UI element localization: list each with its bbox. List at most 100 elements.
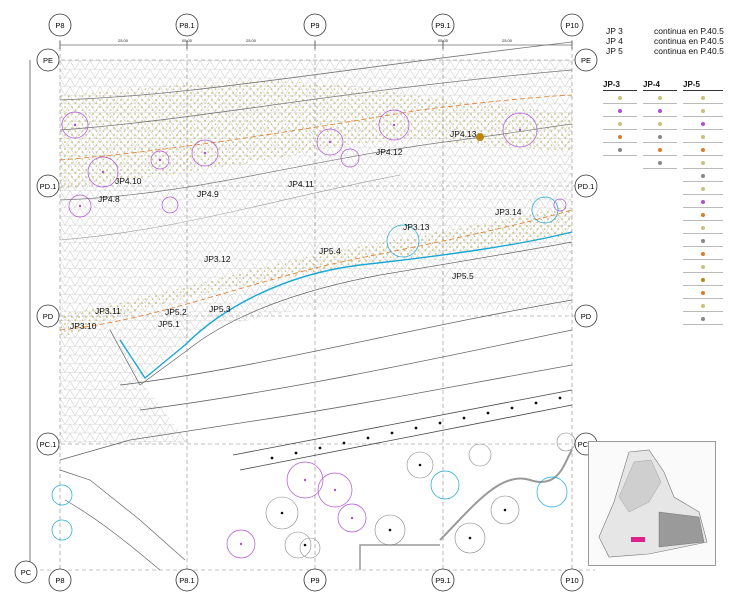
- legend-item: [603, 119, 637, 130]
- legend-item: [683, 314, 723, 325]
- legend-item: [643, 106, 677, 117]
- tree-canopy-cyan: [51, 196, 568, 541]
- legend-item: [643, 158, 677, 169]
- legend-item: [683, 106, 723, 117]
- road-edge: [119, 299, 573, 386]
- walkway: [439, 449, 573, 541]
- row-label: PD: [43, 312, 54, 321]
- legend-item: [683, 132, 723, 143]
- current-sheet-marker: [631, 537, 645, 542]
- legend-item: [683, 275, 723, 286]
- row-label: PE: [581, 56, 591, 65]
- row-label: PD: [581, 312, 592, 321]
- row-label: PC.1: [578, 440, 595, 449]
- dimension-line-top: [59, 41, 573, 49]
- note-text: continua en P.40.5: [654, 36, 724, 46]
- contour-line-orange: [59, 94, 573, 161]
- note-code: JP 5: [606, 46, 623, 56]
- column-label: P8: [55, 576, 64, 585]
- zone-label: JP3.12: [204, 254, 231, 264]
- column-label: P10: [565, 21, 578, 30]
- road-edge: [139, 329, 573, 411]
- legend-item: [603, 145, 637, 156]
- tree-canopy-grey: [265, 432, 576, 559]
- legend-item: [683, 197, 723, 208]
- zone-label: JP5.1: [158, 319, 180, 329]
- zone-label: JP4.10: [115, 176, 142, 186]
- legend-item: [643, 93, 677, 104]
- dim-label: 25.00: [246, 38, 257, 43]
- zone-label: JP4.12: [376, 147, 403, 157]
- planting-hatch-area-lower: [60, 310, 300, 444]
- location-key-map: [588, 441, 716, 566]
- column-label: P8.1: [179, 576, 194, 585]
- legend-item: [683, 236, 723, 247]
- legend-item: [643, 145, 677, 156]
- row-label: PE: [43, 56, 53, 65]
- walkway: [359, 544, 440, 570]
- key-map-drawing: [598, 449, 708, 558]
- legend-item: [683, 288, 723, 299]
- legend-item: [683, 223, 723, 234]
- legend-item: [603, 132, 637, 143]
- legend-item: [683, 145, 723, 156]
- zone-label: JP4.9: [197, 189, 219, 199]
- legend-item: [643, 132, 677, 143]
- channel-edge: [109, 241, 573, 386]
- legend-item: [683, 158, 723, 169]
- note-text: continua en P.40.5: [654, 26, 724, 36]
- column-label: P8.1: [179, 21, 194, 30]
- note-row: JP 4 continua en P.40.5: [606, 36, 724, 46]
- column-label: P10: [565, 576, 578, 585]
- note-row: JP 3 continua en P.40.5: [606, 26, 724, 36]
- legend-title: JP-5: [683, 80, 723, 91]
- water-channel: [119, 231, 573, 380]
- dim-label: 05.00: [438, 38, 449, 43]
- contour-line: [59, 174, 401, 241]
- legend-column-jp5: JP-5: [683, 80, 723, 327]
- row-label: PC: [21, 568, 32, 577]
- zone-label: JP5.4: [319, 246, 341, 256]
- zone-label: JP3.10: [70, 321, 97, 331]
- tree-row-line: [239, 404, 573, 471]
- note-code: JP 3: [606, 26, 623, 36]
- legend-item: [643, 119, 677, 130]
- contour-line: [59, 41, 573, 101]
- note-text: continua en P.40.5: [654, 46, 724, 56]
- legend-title: JP-3: [603, 80, 637, 91]
- contour-line: [59, 69, 573, 131]
- dim-label: 05.00: [182, 38, 193, 43]
- legend-item: [603, 93, 637, 104]
- zone-labels: JP4.10 JP4.8 JP4.9 JP4.11 JP4.12 JP4.13 …: [70, 129, 522, 331]
- legend-item: [683, 262, 723, 273]
- tree-row: [270, 396, 562, 460]
- legend-item: [683, 301, 723, 312]
- zone-label: JP3.14: [495, 207, 522, 217]
- dim-label: 25.00: [502, 38, 513, 43]
- zone-label: JP3.11: [95, 306, 121, 316]
- contour-line-orange: [59, 209, 573, 331]
- tree-trunk-black: [280, 463, 507, 547]
- column-label: P9: [310, 576, 319, 585]
- column-label: P9.1: [435, 21, 450, 30]
- legend-item: [603, 106, 637, 117]
- path-edge: [59, 469, 186, 561]
- tree-trunk-gold: [476, 133, 484, 141]
- tree-row-line: [232, 389, 573, 456]
- grid-lines: [40, 40, 595, 571]
- row-label: PC.1: [40, 440, 57, 449]
- path-edge: [64, 499, 161, 571]
- row-label: PD.1: [40, 182, 57, 191]
- note-row: JP 5 continua en P.40.5: [606, 46, 724, 56]
- planting-band-lower: [60, 205, 572, 340]
- zone-label: JP4.11: [288, 179, 314, 189]
- legend-item: [683, 249, 723, 260]
- zone-label: JP5.2: [165, 307, 187, 317]
- legend-column-jp3: JP-3: [603, 80, 637, 158]
- legend-item: [683, 210, 723, 221]
- column-markers-top: P8 P8.1 P9 P9.1 P10: [48, 13, 584, 37]
- legend-item: [683, 184, 723, 195]
- row-markers-left: PE PD.1 PD PC.1 PC: [14, 48, 60, 584]
- legend-item: [683, 93, 723, 104]
